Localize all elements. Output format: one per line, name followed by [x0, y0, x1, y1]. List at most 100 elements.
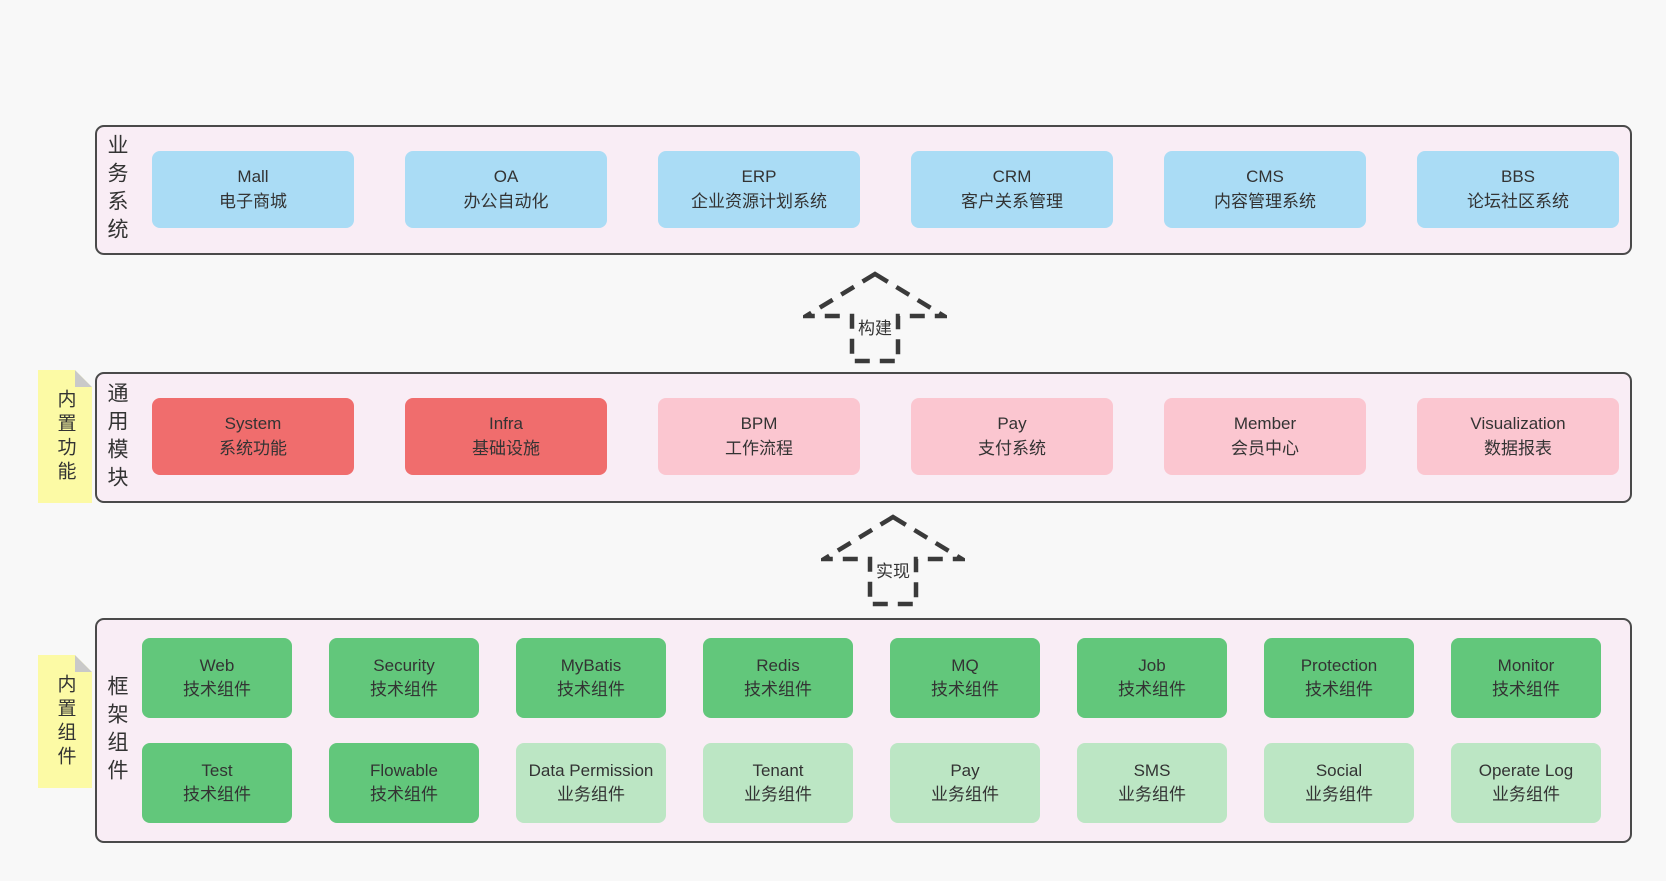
box-redis: Redis 技术组件 [703, 638, 853, 718]
box-title: SMS [1133, 760, 1171, 780]
layer-common-modules: 通用模块 System 系统功能 Infra 基础设施 BPM 工作流程 Pay… [95, 372, 1632, 503]
box-oa: OA 办公自动化 [405, 151, 607, 228]
box-title: BBS [1500, 167, 1536, 187]
sticky-note-label: 内置功能 [54, 388, 76, 485]
box-subtitle: 业务组件 [931, 785, 999, 804]
layer-label-modules: 通用模块 [105, 381, 128, 494]
box-monitor: Monitor 技术组件 [1451, 638, 1601, 718]
arrow-implement: 实现 [821, 513, 965, 608]
sticky-note-builtin-components: 内置组件 [38, 655, 92, 788]
box-subtitle: 业务组件 [1492, 785, 1560, 804]
box-subtitle: 工作流程 [725, 438, 793, 458]
box-title: Redis [756, 655, 800, 675]
box-subtitle: 技术组件 [370, 785, 438, 804]
box-mall: Mall 电子商城 [152, 151, 354, 228]
box-title: Monitor [1497, 655, 1555, 675]
box-security: Security 技术组件 [329, 638, 479, 718]
box-title: Member [1233, 414, 1297, 434]
box-subtitle: 技术组件 [557, 680, 625, 699]
box-visualization: Visualization 数据报表 [1417, 398, 1619, 475]
box-title: Visualization [1470, 414, 1566, 434]
layer-framework-components: 框架组件 Web 技术组件 Security 技术组件 MyBatis 技术组件… [95, 618, 1632, 843]
box-title: MQ [951, 655, 979, 675]
box-row: Web 技术组件 Security 技术组件 MyBatis 技术组件 Redi… [142, 638, 1601, 718]
box-subtitle: 支付系统 [978, 438, 1046, 458]
box-system: System 系统功能 [152, 398, 354, 475]
box-subtitle: 客户关系管理 [961, 191, 1063, 211]
box-subtitle: 技术组件 [1118, 680, 1186, 699]
box-subtitle: 系统功能 [219, 438, 287, 458]
box-row: Test 技术组件 Flowable 技术组件 Data Permission … [142, 743, 1601, 823]
box-title: CRM [992, 167, 1032, 187]
box-subtitle: 技术组件 [1305, 680, 1373, 699]
box-subtitle: 技术组件 [1492, 680, 1560, 699]
arrow-build-label: 构建 [855, 314, 895, 339]
layer-business-systems: 业务系统 Mall 电子商城 OA 办公自动化 ERP 企业资源计划系统 CRM… [95, 125, 1632, 255]
box-web: Web 技术组件 [142, 638, 292, 718]
box-flowable: Flowable 技术组件 [329, 743, 479, 823]
box-subtitle: 基础设施 [472, 438, 540, 458]
box-title: Test [201, 760, 233, 780]
box-bbs: BBS 论坛社区系统 [1417, 151, 1619, 228]
box-infra: Infra 基础设施 [405, 398, 607, 475]
box-subtitle: 内容管理系统 [1214, 191, 1316, 211]
box-title: Data Permission [528, 760, 654, 780]
folded-corner-icon [75, 370, 92, 387]
arrow-implement-label: 实现 [873, 557, 913, 582]
box-test: Test 技术组件 [142, 743, 292, 823]
sticky-note-label: 内置组件 [54, 673, 76, 770]
box-mybatis: MyBatis 技术组件 [516, 638, 666, 718]
box-member: Member 会员中心 [1164, 398, 1366, 475]
box-subtitle: 办公自动化 [463, 191, 549, 211]
box-title: BPM [740, 414, 778, 434]
box-operate-log: Operate Log 业务组件 [1451, 743, 1601, 823]
box-title: Mall [237, 167, 269, 187]
box-sms: SMS 业务组件 [1077, 743, 1227, 823]
box-erp: ERP 企业资源计划系统 [658, 151, 860, 228]
box-subtitle: 技术组件 [931, 680, 999, 699]
box-title: Social [1315, 760, 1363, 780]
box-title: CMS [1246, 167, 1284, 187]
box-job: Job 技术组件 [1077, 638, 1227, 718]
box-data-permission: Data Permission 业务组件 [516, 743, 666, 823]
box-subtitle: 会员中心 [1231, 438, 1299, 458]
box-title: System [224, 414, 282, 434]
box-social: Social 业务组件 [1264, 743, 1414, 823]
box-title: OA [493, 167, 519, 187]
box-subtitle: 技术组件 [744, 680, 812, 699]
box-subtitle: 业务组件 [1305, 785, 1373, 804]
box-title: Flowable [369, 760, 439, 780]
box-subtitle: 企业资源计划系统 [691, 191, 827, 211]
box-subtitle: 论坛社区系统 [1467, 191, 1569, 211]
box-cms: CMS 内容管理系统 [1164, 151, 1366, 228]
box-subtitle: 业务组件 [557, 785, 625, 804]
box-title: Security [373, 655, 435, 675]
box-subtitle: 数据报表 [1484, 438, 1552, 458]
box-bpm: BPM 工作流程 [658, 398, 860, 475]
box-title: Web [199, 655, 235, 675]
layer-label-components: 框架组件 [105, 674, 128, 787]
box-subtitle: 技术组件 [183, 680, 251, 699]
layer-label-business: 业务系统 [105, 134, 128, 246]
box-title: Protection [1300, 655, 1378, 675]
box-title: Pay [950, 760, 980, 780]
sticky-note-builtin-features: 内置功能 [38, 370, 92, 503]
arrow-build: 构建 [803, 270, 947, 365]
box-title: MyBatis [560, 655, 622, 675]
box-subtitle: 业务组件 [1118, 785, 1186, 804]
box-subtitle: 业务组件 [744, 785, 812, 804]
box-subtitle: 技术组件 [370, 680, 438, 699]
box-title: Operate Log [1478, 760, 1574, 780]
box-subtitle: 技术组件 [183, 785, 251, 804]
box-title: ERP [741, 167, 777, 187]
box-pay-component: Pay 业务组件 [890, 743, 1040, 823]
box-protection: Protection 技术组件 [1264, 638, 1414, 718]
box-row: Mall 电子商城 OA 办公自动化 ERP 企业资源计划系统 CRM 客户关系… [152, 151, 1619, 228]
box-subtitle: 电子商城 [219, 191, 287, 211]
box-mq: MQ 技术组件 [890, 638, 1040, 718]
box-title: Pay [997, 414, 1027, 434]
box-pay-system: Pay 支付系统 [911, 398, 1113, 475]
box-tenant: Tenant 业务组件 [703, 743, 853, 823]
box-title: Tenant [752, 760, 804, 780]
